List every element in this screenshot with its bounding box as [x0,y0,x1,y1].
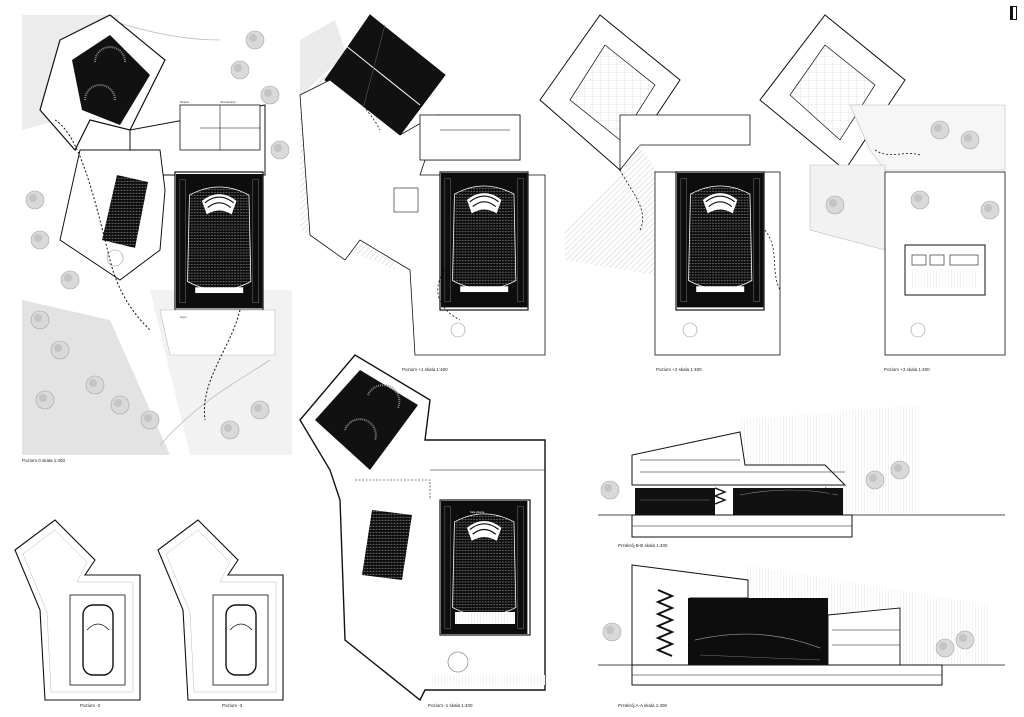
caption-section-aa: Przekrój A-A skala 1:400 [618,703,668,708]
caption-level-minus-3: Poziom -3 [222,703,243,708]
section-bb [598,405,1005,538]
plan-level-minus-2 [14,519,141,701]
plan-label-main-hall: Sala główna [470,510,485,514]
section-aa [598,564,1005,686]
caption-level-minus-2: Poziom -2 [80,703,101,708]
plan-level-plus-3 [759,14,1006,356]
plan-level-minus-1: Sala główna [299,354,546,702]
plan-label-admin: Administracja [220,100,236,104]
caption-section-bb: Przekrój B-B skala 1:400 [618,543,668,548]
caption-level-plus-1: Poziom +1 skala 1:400 [402,367,448,372]
caption-level-minus-1: Poziom -1 skala 1:400 [428,703,473,708]
plan-level-0: Wejście Administracja Foyer [22,14,292,455]
caption-level-plus-2: Poziom +2 skala 1:400 [656,367,702,372]
plan-level-plus-1 [299,14,546,356]
plan-label-foyer-ground: Foyer [180,315,187,319]
caption-level-0: Poziom 0 skala 1:400 [22,458,66,463]
caption-level-plus-3: Poziom +3 skala 1:400 [884,367,930,372]
plan-level-plus-2 [539,14,781,356]
plan-label-entrance: Wejście [180,100,190,104]
plan-level-minus-3 [157,519,284,701]
board-logo-icon [1010,6,1017,20]
